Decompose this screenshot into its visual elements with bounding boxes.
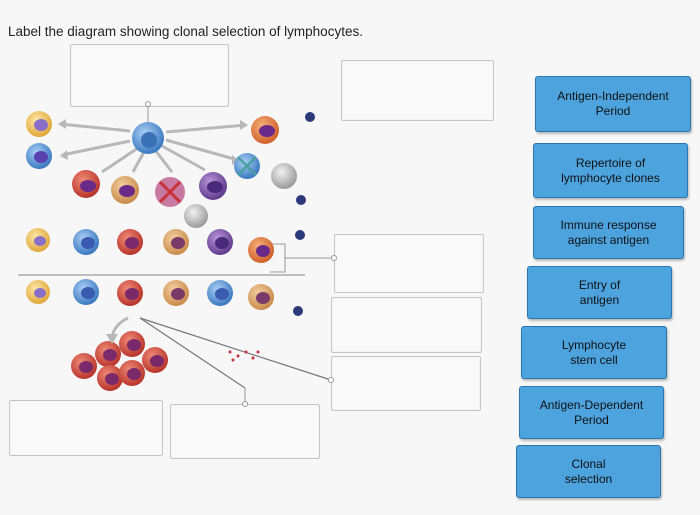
label-text-line2: Period [574,412,609,427]
label-text-line1: Entry of [578,277,621,292]
stem-cell [132,122,164,154]
label-text-line1: Repertoire of [575,155,646,170]
drop-target-bottom-left[interactable] [9,400,163,456]
label-text-line2: against antigen [567,232,650,247]
label-text-line1: Antigen-Dependent [539,397,644,412]
drop-target-top-right[interactable] [341,60,494,121]
label-text-line1: Immune response [560,217,657,232]
label-text-line2: Period [595,104,631,118]
label-text-line2: lymphocyte clones [561,170,660,185]
label-text-line1: Antigen-Independent [557,89,669,103]
drop-target-mid-right[interactable] [334,234,484,293]
label-text-line1: Clonal [571,456,606,471]
step-markers [293,112,315,316]
label-text-line2: stem cell [570,352,618,367]
label-text-line2: antigen [579,292,620,307]
label-text-line1: Lymphocyte [561,337,627,352]
question-title: Label the diagram showing clonal selecti… [8,24,363,39]
drop-target-lower-right[interactable] [331,297,482,353]
label-text-line2: selection [564,471,613,486]
drop-target-bottom-middle[interactable] [170,404,320,459]
drop-target-bottom-right[interactable] [331,356,481,411]
